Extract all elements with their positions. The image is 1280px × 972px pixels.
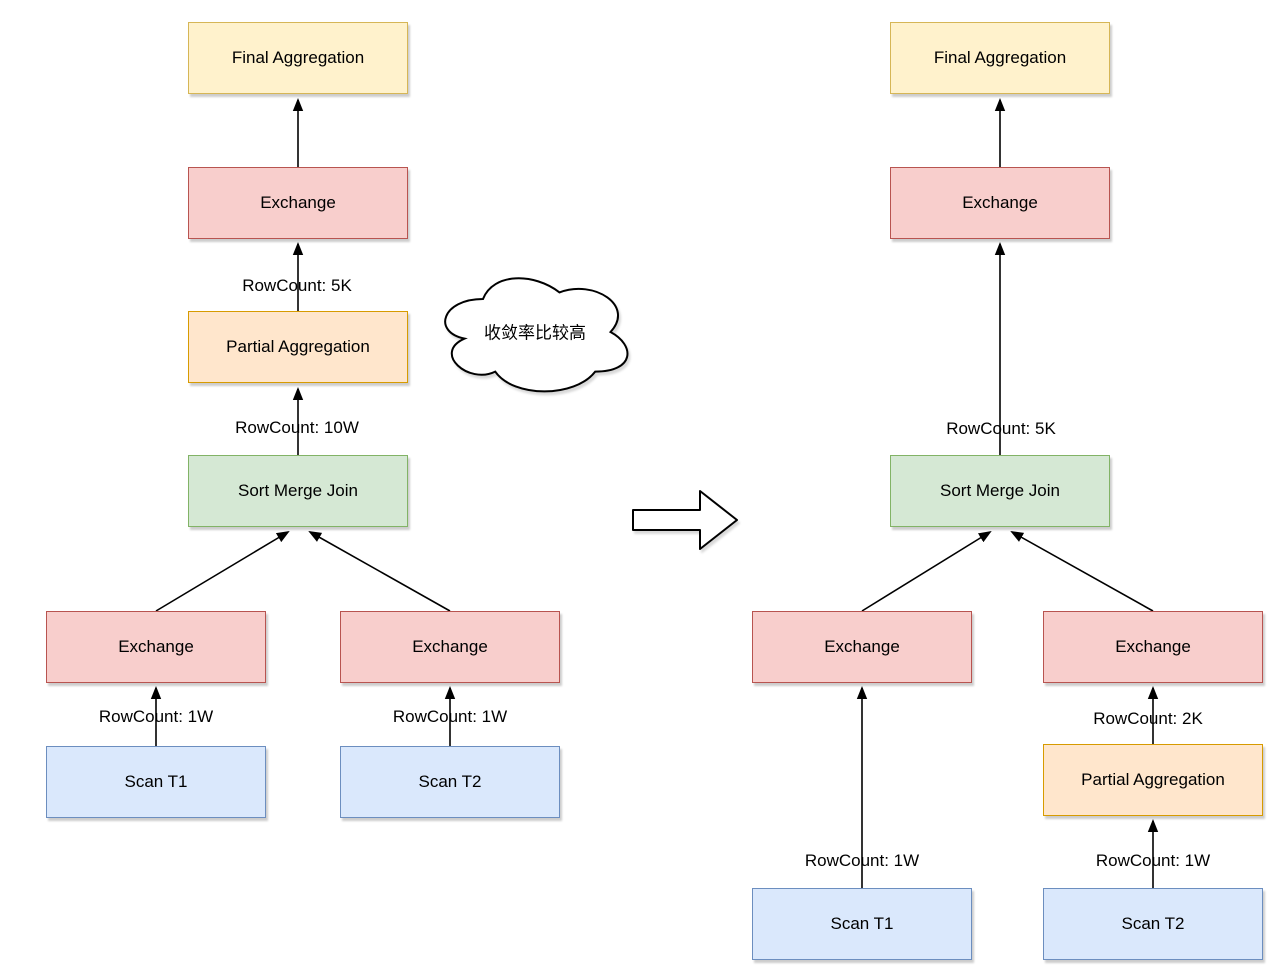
left-exchange-right-node: Exchange xyxy=(340,611,560,683)
left-scan-t1-node: Scan T1 xyxy=(46,746,266,818)
cloud-annotation-text: 收敛率比较高 xyxy=(484,323,586,343)
right-scan-t1-node: Scan T1 xyxy=(752,888,972,960)
right-rowcount-5k-label: RowCount: 5K xyxy=(946,419,1056,438)
right-exchange-top-node: Exchange xyxy=(890,167,1110,239)
left-partial-aggregation-node: Partial Aggregation xyxy=(188,311,408,383)
right-final-aggregation-node: Final Aggregation xyxy=(890,22,1110,94)
left-final-aggregation-node: Final Aggregation xyxy=(188,22,408,94)
right-exchange-right-node: Exchange xyxy=(1043,611,1263,683)
right-rowcount-1w-t2-label: RowCount: 1W xyxy=(1095,851,1211,870)
right-exchange-left-node: Exchange xyxy=(752,611,972,683)
left-rowcount-1w-t2-label: RowCount: 1W xyxy=(392,707,508,726)
transform-arrow xyxy=(632,490,738,550)
right-partial-aggregation-node: Partial Aggregation xyxy=(1043,744,1263,816)
right-edge-exchange-right-to-join xyxy=(1010,531,1154,612)
right-scan-t2-node: Scan T2 xyxy=(1043,888,1263,960)
cloud-shape xyxy=(444,277,629,393)
right-sort-merge-join-node: Sort Merge Join xyxy=(890,455,1110,527)
left-edge-exchange-left-to-join xyxy=(155,530,290,612)
left-scan-t2-node: Scan T2 xyxy=(340,746,560,818)
left-rowcount-1w-t1-label: RowCount: 1W xyxy=(98,707,214,726)
left-edge-exchange-right-to-join xyxy=(308,531,451,612)
left-rowcount-5k-label: RowCount: 5K xyxy=(242,276,352,295)
right-rowcount-1w-t1-label: RowCount: 1W xyxy=(804,851,920,870)
left-exchange-top-node: Exchange xyxy=(188,167,408,239)
left-sort-merge-join-node: Sort Merge Join xyxy=(188,455,408,527)
left-exchange-left-node: Exchange xyxy=(46,611,266,683)
right-edge-exchange-left-to-join xyxy=(861,530,992,612)
left-rowcount-10w-label: RowCount: 10W xyxy=(235,418,359,437)
right-rowcount-2k-label: RowCount: 2K xyxy=(1093,709,1203,728)
